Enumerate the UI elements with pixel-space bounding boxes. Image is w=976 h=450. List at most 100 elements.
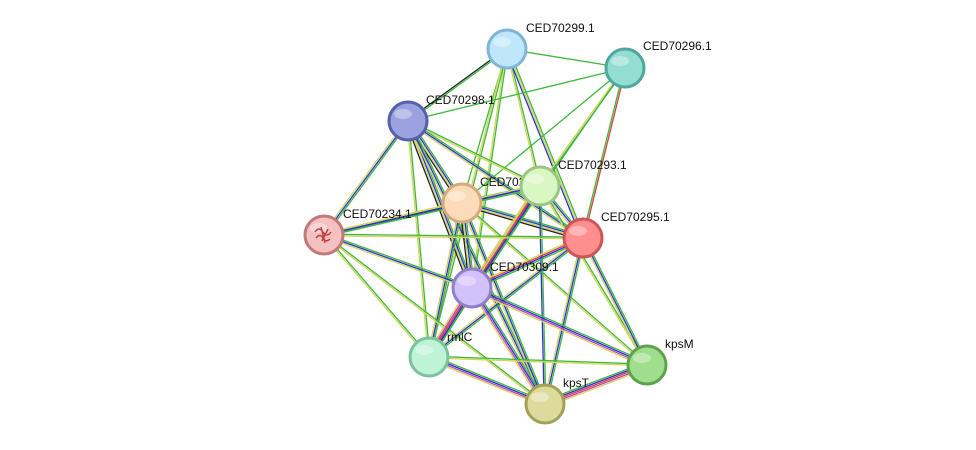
node-circle[interactable] <box>486 28 528 70</box>
edge-strand <box>473 286 548 404</box>
edge-strand <box>322 235 429 358</box>
edge-CED70297.1-CED70295.1 <box>461 200 584 241</box>
edge-strand <box>428 357 647 367</box>
edge-strand <box>323 234 473 289</box>
edge-rmlC-kpsT <box>427 354 547 407</box>
edge-strand <box>323 185 541 236</box>
edge-CED70296.1-CED70297.1 <box>461 67 626 204</box>
edge-strand <box>461 204 583 241</box>
node-circle[interactable] <box>303 214 345 256</box>
edge-strand <box>462 200 584 237</box>
node-CED70309.1[interactable]: CED70309.1 <box>451 260 559 309</box>
edge-CED70296.1-CED70298.1 <box>407 67 626 122</box>
node-highlight <box>458 276 476 286</box>
edge-strand <box>542 237 583 404</box>
node-highlight <box>310 223 328 233</box>
node-kpsM[interactable]: kpsM <box>626 337 694 386</box>
edge-strand <box>580 238 647 367</box>
node-circle[interactable] <box>562 217 604 259</box>
node-highlight <box>415 345 433 355</box>
edge-strand <box>545 238 586 405</box>
node-highlight <box>531 392 549 402</box>
edge-strand <box>472 285 649 364</box>
node-rmlC[interactable]: rmlC <box>408 330 473 378</box>
edge-rmlC-kpsM <box>428 355 648 367</box>
edge-strand <box>406 121 583 240</box>
edge-strand <box>462 201 584 238</box>
node-CED70293.1[interactable]: CED70293.1 <box>519 158 627 207</box>
edge-strand <box>472 287 547 404</box>
edge-strand <box>407 120 584 239</box>
edge-CED70295.1-kpsT <box>542 237 586 405</box>
node-CED70299.1[interactable]: CED70299.1 <box>486 21 595 70</box>
edge-strand <box>468 183 538 287</box>
edge-strand <box>407 121 540 188</box>
edge-strand <box>538 67 625 186</box>
node-CED70298.1[interactable]: CED70298.1 <box>387 93 495 142</box>
node-circle[interactable] <box>387 100 429 142</box>
edge-strand <box>323 183 540 235</box>
node-circle[interactable] <box>626 344 668 386</box>
node-circle[interactable] <box>519 165 561 207</box>
node-circle[interactable] <box>451 267 493 309</box>
edge-CED70299.1-CED70295.1 <box>504 48 586 239</box>
node-highlight <box>569 226 587 236</box>
edge-strand <box>405 121 545 405</box>
edge-CED70234.1-rmlC <box>322 234 431 358</box>
edge-strand <box>461 203 647 367</box>
edge-strand <box>324 121 410 237</box>
node-circle[interactable] <box>408 336 450 378</box>
edge-strand <box>427 358 545 407</box>
node-label: CED70295.1 <box>601 210 670 224</box>
node-CED70295.1[interactable]: CED70295.1 <box>562 210 670 259</box>
edge-strand <box>323 235 583 240</box>
edge-strand <box>583 236 650 365</box>
node-highlight <box>633 353 651 363</box>
edge-strand <box>470 288 545 405</box>
edge-strand <box>507 48 542 186</box>
node-CED70234.1[interactable]: CED70234.1 <box>303 207 412 256</box>
node-highlight <box>493 37 511 47</box>
edge-strand <box>461 203 583 240</box>
edge-strand <box>324 186 541 238</box>
node-circle[interactable] <box>604 47 646 89</box>
edge-CED70293.1-kpsT <box>538 185 547 405</box>
edge-CED70298.1-rmlC <box>406 120 431 358</box>
edge-strand <box>469 288 544 406</box>
edge-strand <box>470 289 647 368</box>
node-kpsT[interactable]: kpsT <box>524 376 590 425</box>
edge-strand <box>408 119 541 186</box>
edge-strand <box>428 237 584 358</box>
edge-strand <box>407 67 626 122</box>
edge-strand <box>472 286 648 365</box>
edge-strand <box>429 355 546 404</box>
edge-strand <box>504 49 583 239</box>
node-circle[interactable] <box>524 383 566 425</box>
edge-CED70293.1-CED70234.1 <box>323 183 541 238</box>
node-label: CED70234.1 <box>343 207 412 221</box>
node-CED70296.1[interactable]: CED70296.1 <box>604 39 712 89</box>
edge-CED70298.1-CED70234.1 <box>322 119 410 237</box>
node-highlight <box>394 109 412 119</box>
edge-CED70297.1-kpsM <box>461 201 648 367</box>
edge-strand <box>324 232 473 288</box>
edge-CED70296.1-CED70295.1 <box>581 67 627 239</box>
edge-CED70298.1-CED70293.1 <box>407 119 541 188</box>
edge-strand <box>538 186 647 366</box>
edge-strand <box>324 234 431 357</box>
edge-CED70295.1-rmlC <box>427 236 585 359</box>
edge-strand <box>408 119 585 238</box>
edge-CED70234.1-CED70309.1 <box>323 232 473 291</box>
edge-CED70234.1-kpsT <box>323 233 546 406</box>
edge-strand <box>471 288 647 367</box>
node-label: kpsM <box>665 337 694 351</box>
node-circle[interactable] <box>441 182 483 224</box>
node-label: CED70293.1 <box>558 158 627 172</box>
edge-strand <box>538 186 545 405</box>
edge-strand <box>583 68 627 239</box>
edge-strand <box>582 237 648 366</box>
node-layer: CED70299.1CED70296.1CED70298.1CED70297.1… <box>303 21 712 425</box>
node-label: rmlC <box>447 330 473 344</box>
edge-strand <box>429 354 547 403</box>
node-label: kpsT <box>563 376 590 390</box>
